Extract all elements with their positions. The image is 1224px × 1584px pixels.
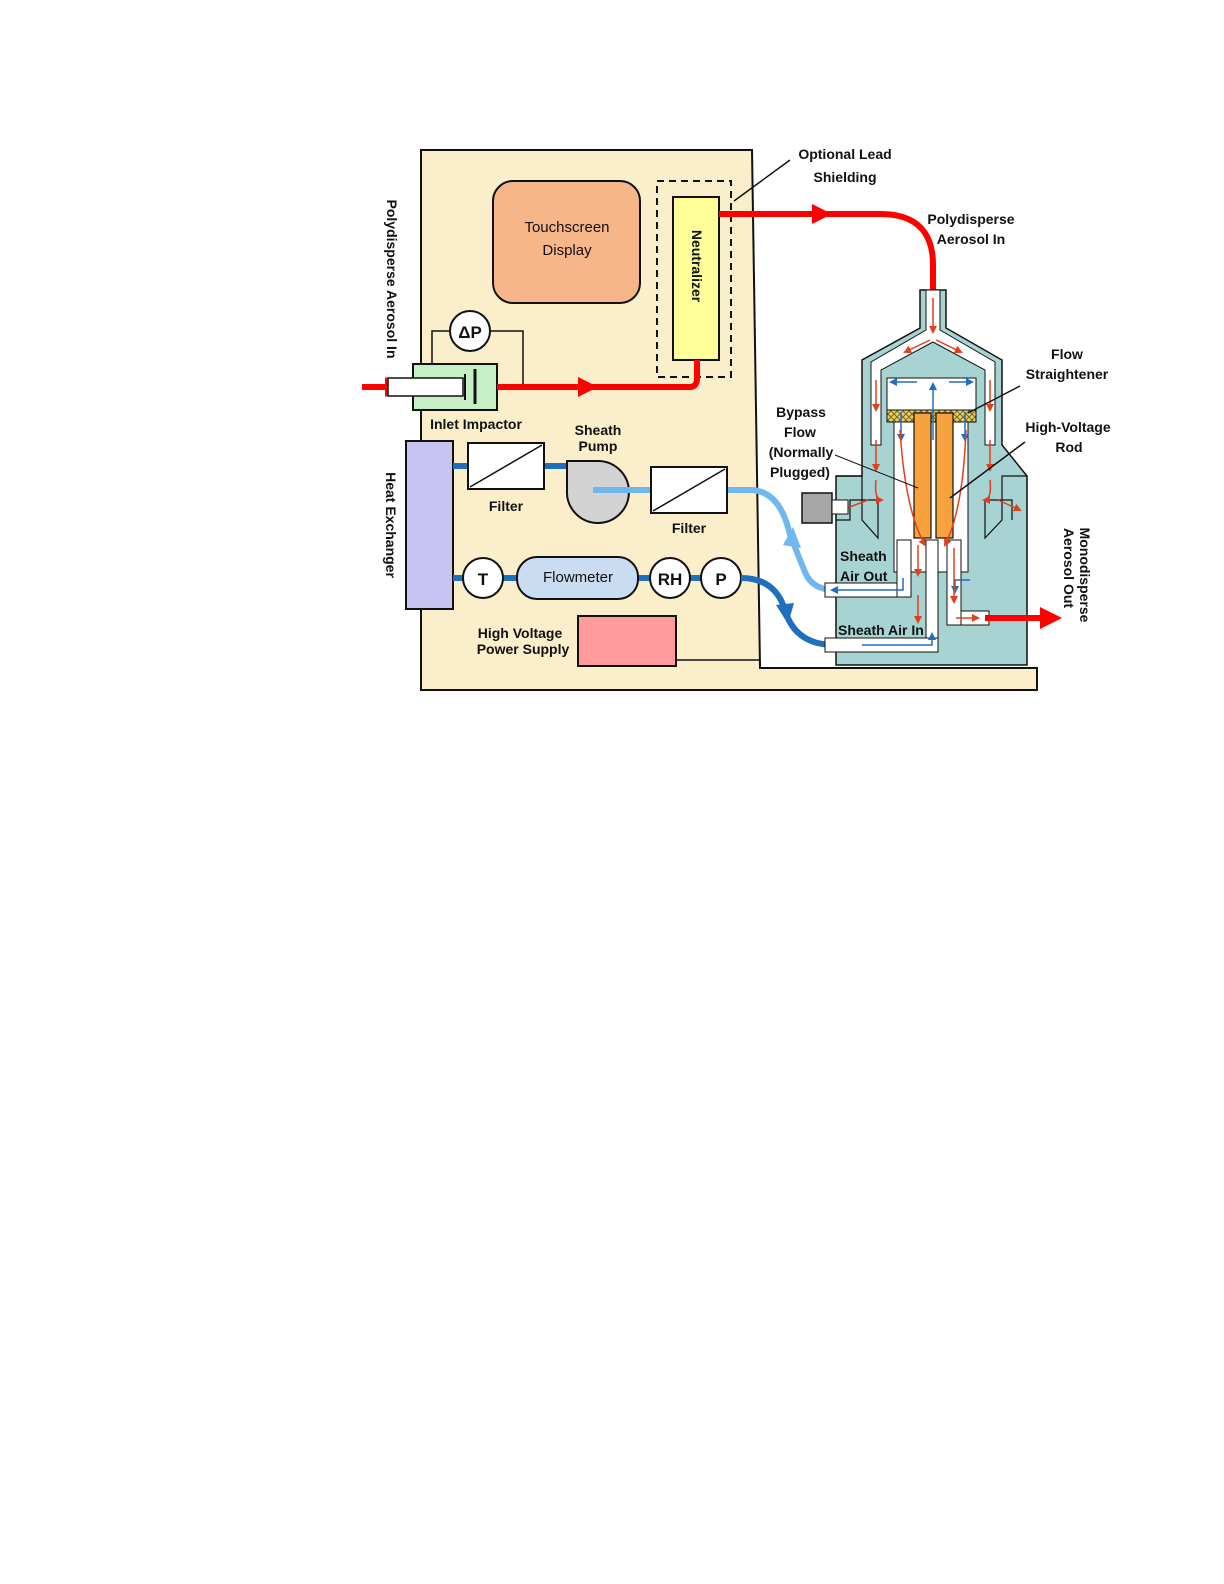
sheath-air-out-label: Air Out [840,568,888,584]
sheath-pump-label: Sheath [575,422,622,438]
neutralizer-label: Neutralizer [689,230,705,303]
mono-out-label: Monodisperse [1077,528,1093,623]
pressure-label: P [715,570,726,589]
mono-out-arrow-head [1040,607,1062,629]
hv-rod-right [935,412,954,539]
mono-out-label: Aerosol Out [1061,528,1077,608]
hv-power-supply [577,615,677,667]
aerosol-flow-impactor-to-neutralizer [497,360,700,390]
sheath-arrow-inside [830,578,904,594]
delta-p-gauge [449,310,491,352]
bypass-label: (Normally [769,444,834,460]
touchscreen-label: Display [542,242,592,259]
sheath-arrow-inside [862,632,936,646]
filter-right-label: Filter [672,520,707,536]
temperature-sensor [462,557,504,599]
inlet-impactor-label: Inlet Impactor [430,416,522,432]
bypass-label: Plugged) [770,464,830,480]
flow-straightener-label: Straightener [1026,366,1109,382]
aerosol-trajectory [899,429,926,547]
optional-lead-label: Optional Lead [798,146,891,162]
aerosol-trajectory [944,429,967,547]
bypass-plug [801,492,833,524]
lead-shielding-leader [733,159,791,202]
bypass-label: Bypass [776,404,826,420]
flowmeter [516,556,639,600]
aerosol-flow-to-dma [719,211,936,300]
impactor-nozzle [387,377,464,397]
hv-rod-leader [949,441,1026,499]
flow-straightener-label: Flow [1051,346,1083,362]
aerosol-flow-arrow [812,204,832,224]
aerosol-flow-arrow [578,377,598,397]
bypass-port [831,499,849,515]
filter-left-membrane [469,444,543,488]
sheath-arrow-inside [951,579,970,594]
heat-exchanger-label: Heat Exchanger [383,472,399,578]
hv-rod-label: Rod [1055,439,1082,455]
dma-inner-chamber [886,377,977,411]
sheath-dark-arrow [776,603,794,624]
aerosol-arrow-inside [997,499,1022,512]
dma-sheath-out-riser [896,539,912,598]
touchscreen-label: Touchscreen [524,219,609,236]
hv-rod-label: High-Voltage [1025,419,1111,435]
dma-center-exit [925,539,939,641]
dma-shoulder-right [984,475,1027,540]
flow-straightener-leader [967,385,1021,414]
bypass-leader [834,454,919,489]
rh-sensor [649,557,691,599]
optional-lead-label: Shielding [814,169,877,185]
flowmeter-label: Flowmeter [543,569,613,586]
sheath-air-out-label: Sheath [840,548,887,564]
sheath-air-in-label: Sheath Air In [838,622,924,638]
poly-aerosol-in-label: Aerosol In [937,231,1005,247]
rh-label: RH [658,570,683,589]
touchscreen-display [492,180,641,304]
sheath-light-arrow [783,527,801,548]
hv-supply-label: Power Supply [477,641,570,657]
delta-p-label: ΔP [458,323,482,342]
heat-exchanger [405,440,454,610]
delta-p-line [431,330,450,364]
aerosol-arrow-inside [903,339,931,354]
aerosol-arrow-inside [982,479,992,504]
poly-aerosol-in-vertical-label: Polydisperse Aerosol In [384,200,400,359]
bypass-label: Flow [784,424,816,440]
filter-left-label: Filter [489,498,524,514]
dma-shoulder-left [836,475,879,540]
poly-aerosol-in-label: Polydisperse [927,211,1014,227]
filter-right-membrane [652,468,726,512]
sheath-pump-label: Pump [579,438,618,454]
hv-rod-left [913,412,932,539]
temperature-label: T [478,570,489,589]
aerosol-arrow-inside [874,479,884,504]
aerosol-arrow-inside [935,339,963,354]
hv-supply-label: High Voltage [478,625,563,641]
